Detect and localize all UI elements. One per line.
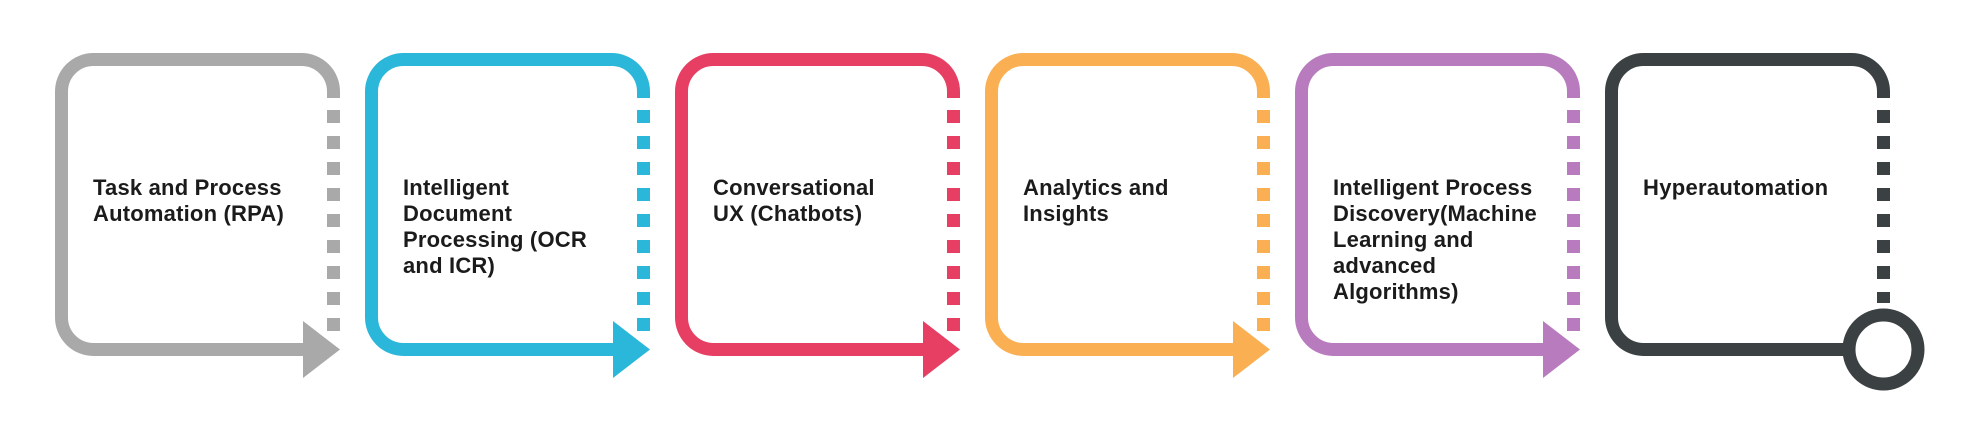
card-frame <box>1605 53 1925 391</box>
card-frame <box>985 53 1270 378</box>
card-border-icon <box>1295 53 1580 356</box>
arrow-icon <box>608 321 650 378</box>
card-border-icon <box>55 53 340 356</box>
card-intelligent-document-processing: Intelligent Document Processing (OCR and… <box>365 53 695 398</box>
card-label: Intelligent Process Discovery(Machine Le… <box>1333 175 1537 304</box>
card-frame <box>675 53 960 378</box>
card-task-and-process-automation-rpa: Task and Process Automation (RPA) <box>55 53 385 398</box>
card-label: Intelligent Document Processing (OCR and… <box>403 175 587 278</box>
arrow-icon <box>298 321 340 378</box>
card-frame <box>365 53 650 378</box>
arrow-icon <box>1228 321 1270 378</box>
card-intelligent-process-discovery: Intelligent Process Discovery(Machine Le… <box>1295 53 1625 398</box>
card-border-icon <box>675 53 960 356</box>
card-analytics-and-insights: Analytics and Insights <box>985 53 1315 398</box>
arrow-icon <box>1538 321 1580 378</box>
card-border-icon <box>985 53 1270 356</box>
arrow-icon <box>918 321 960 378</box>
card-frame <box>55 53 340 378</box>
circle-terminator-icon <box>1842 308 1925 391</box>
card-frame <box>1295 53 1580 378</box>
card-label: Task and Process Automation (RPA) <box>93 175 284 226</box>
card-conversational-ux-chatbots: Conversational UX (Chatbots) <box>675 53 1005 398</box>
card-border-icon <box>365 53 650 356</box>
card-hyperautomation: Hyperautomation <box>1605 53 1935 398</box>
card-label: Conversational UX (Chatbots) <box>713 175 875 226</box>
card-label: Hyperautomation <box>1643 175 1829 200</box>
card-border-icon <box>1605 53 1890 356</box>
card-label: Analytics and Insights <box>1023 175 1169 226</box>
